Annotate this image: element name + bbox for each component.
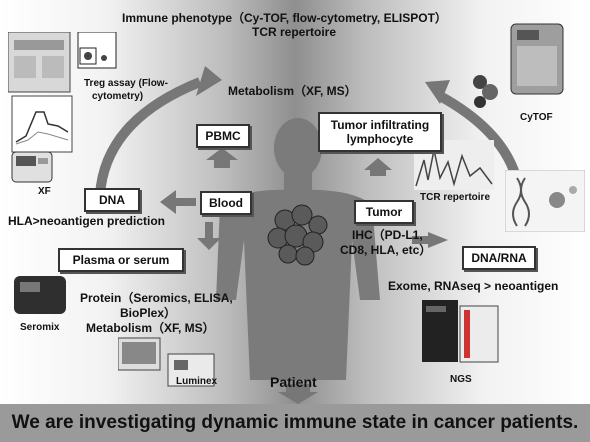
exome-text: Exome, RNAseq > neoantigen [388,279,559,293]
immune-phenotype-text: Immune phenotype（Cy-TOF, flow-cytometry,… [122,11,447,25]
xf-label: XF [38,186,51,197]
pbmc-box: PBMC [196,124,250,148]
arrow-blood-left [160,190,196,214]
tcr-repertoire-text: TCR repertoire [252,25,337,39]
ihc-line2: CD8, HLA, etc） [340,243,432,257]
cytof-label: CyTOF [520,112,553,123]
patient-silhouette [216,118,380,380]
dna-box: DNA [84,188,140,212]
cytof-instrument-image [510,23,564,95]
treg-label-line1: Treg assay (Flow- [84,78,168,89]
xf-analyzer-image [11,151,53,183]
protein-line1: Protein（Seromics, ELISA, [80,291,233,305]
treg-assay-plots [8,32,117,153]
footer-text: We are investigating dynamic immune stat… [11,412,579,433]
luminex-label: Luminex [176,376,218,387]
hla-prediction-text: HLA>neoantigen prediction [8,214,166,228]
arrow-patient-down [278,384,318,404]
arrow-pbmc-up [206,148,238,168]
ihc-line1: IHC（PD-L1, [352,228,423,242]
arrow-tumor-right [428,232,448,248]
tumor-infiltrating-line2: lymphocyte [346,132,414,146]
tcr-repertoire-label: TCR repertoire [420,192,491,203]
tumor-infiltrating-box: Tumor infiltrating lymphocyte [318,112,442,152]
arrow-blood-down [197,222,221,250]
ngs-sequencer-image [422,300,499,363]
seromix-label: Seromix [20,322,60,333]
protein-line2: BioPlex） [120,306,177,320]
tumor-box: Tumor [354,200,414,224]
protein-line3: Metabolism（XF, MS） [86,321,215,335]
ngs-label: NGS [450,374,472,385]
blood-box: Blood [200,191,252,215]
plasma-serum-box: Plasma or serum [58,248,184,272]
patient-label: Patient [270,374,317,390]
tumor-infiltrating-line1: Tumor infiltrating [330,118,430,132]
dna-rna-box: DNA/RNA [462,246,536,270]
footer-banner: We are investigating dynamic immune stat… [0,404,590,442]
arrow-left-up [95,77,202,196]
neoantigen-identification-image [505,170,585,232]
tumor-cluster [267,204,328,266]
arrow-til-up [364,158,392,176]
metabolism-top-text: Metabolism（XF, MS） [228,84,357,98]
luminex-image [118,337,215,387]
cytof-cell-plot [473,75,498,108]
treg-label-line2: cytometry) [92,91,144,102]
seromix-image [14,276,66,314]
